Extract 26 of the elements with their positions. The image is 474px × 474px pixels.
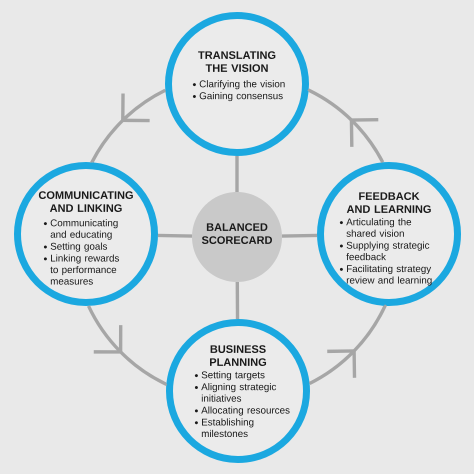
bullet-text: Articulating the shared vision: [346, 218, 412, 237]
process-circle: [166, 319, 310, 463]
circle-heading: TRANSLATING THE VISION: [198, 51, 276, 72]
spoke-line: [235, 156, 239, 192]
bullet-text: Communicating and educating: [50, 219, 118, 240]
bullet-text: Aligning strategic initiatives: [201, 383, 276, 402]
bullet-text: Facilitating strategy review and learning: [346, 264, 432, 286]
process-circle: [317, 162, 461, 306]
process-circle: [165, 12, 309, 156]
bullet-text: Clarifying the vision: [200, 80, 285, 90]
bullet-text: Setting goals: [50, 242, 108, 252]
circle-heading: BUSINESS PLANNING: [210, 345, 266, 366]
bullet-text: Setting targets: [202, 371, 265, 380]
bullet-text: Supplying strategic feedback: [346, 242, 430, 260]
bullet-text: Allocating resources: [201, 406, 290, 416]
spoke-line: [158, 234, 192, 238]
circle-heading: FEEDBACK AND LEARNING: [346, 192, 431, 213]
hub-label: BALANCED SCORECARD: [202, 223, 272, 244]
spoke-line: [282, 234, 318, 238]
process-circle: [14, 162, 158, 306]
bullet-text: Establishing milestones: [202, 418, 254, 438]
circle-heading: COMMUNICATING AND LINKING: [38, 191, 133, 212]
hub-circle: [192, 192, 282, 282]
bullet-text: Linking rewards to performance measures: [50, 254, 119, 285]
bullet-text: Gaining consensus: [200, 92, 283, 102]
spoke-line: [236, 282, 240, 320]
